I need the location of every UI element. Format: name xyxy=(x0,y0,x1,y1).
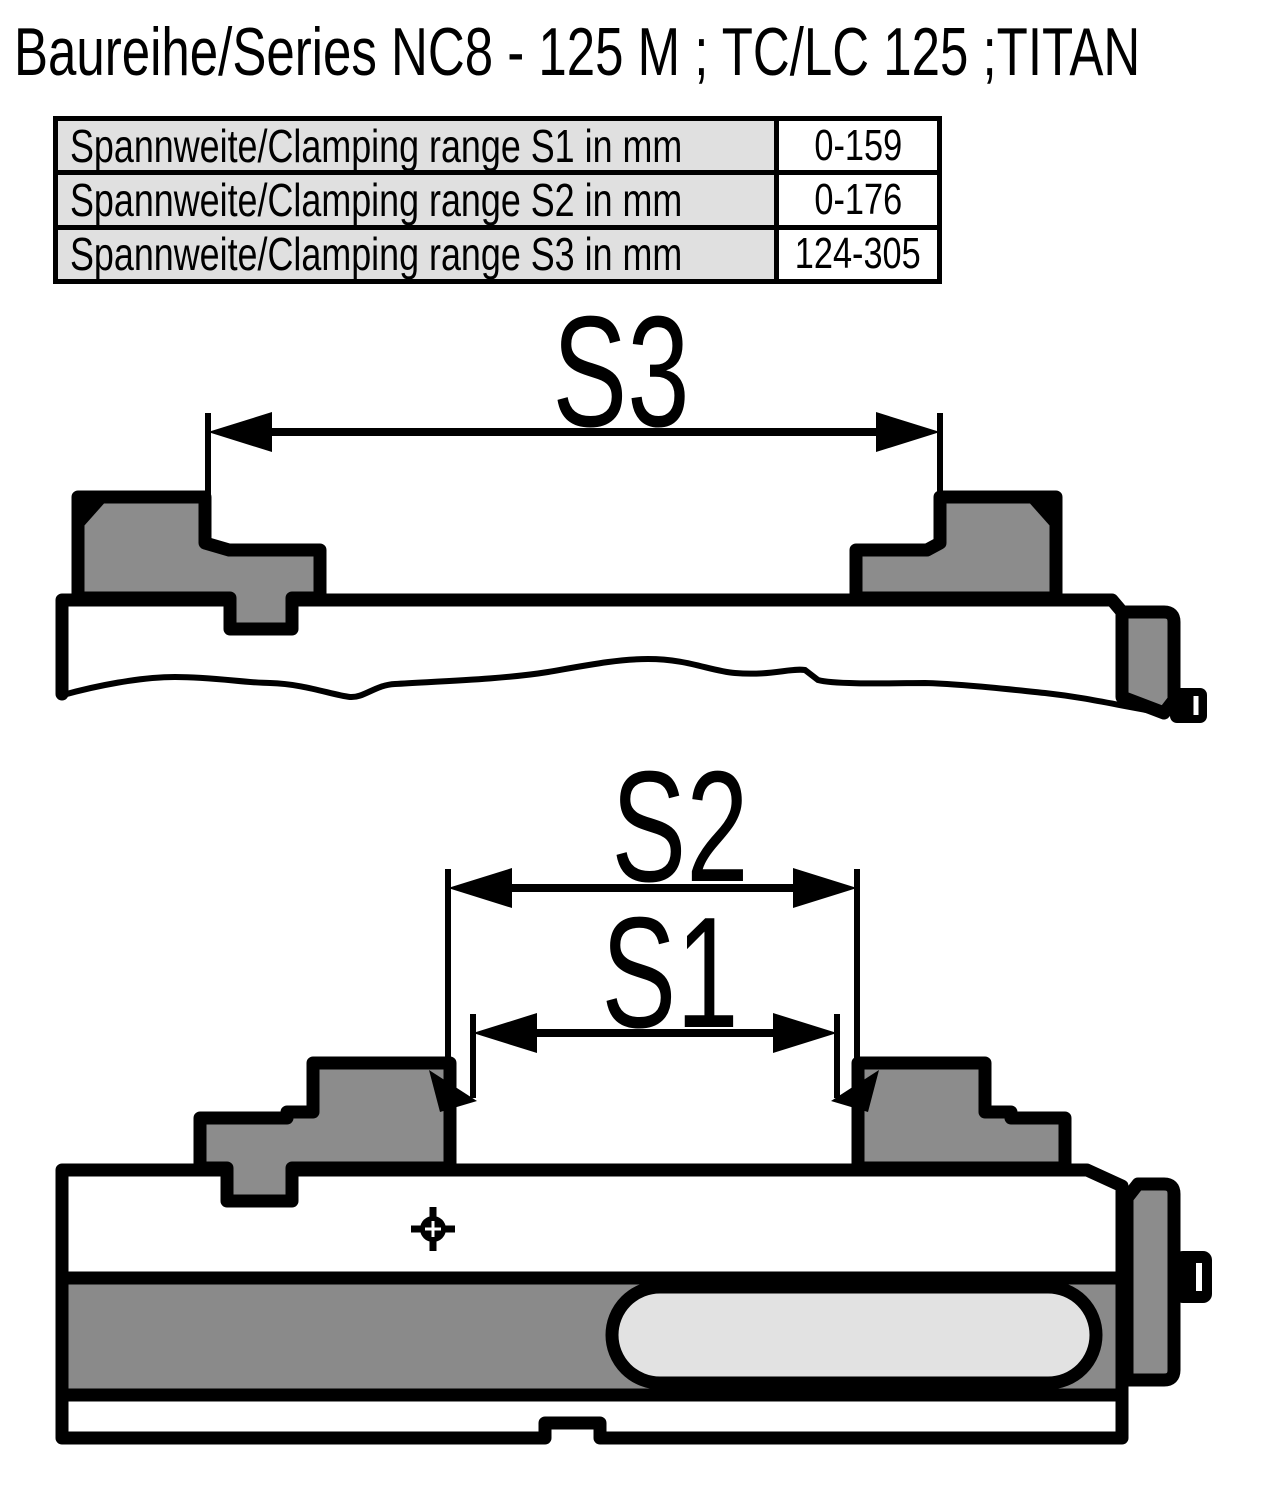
jaw-right-shape xyxy=(849,490,1063,605)
jaw-left-shape xyxy=(193,1056,457,1208)
jaw-left-plan xyxy=(193,1056,477,1208)
arrowhead-right xyxy=(773,1013,837,1053)
table-row: Spannweite/Clamping range S1 in mm 0-159 xyxy=(58,121,937,176)
spindle-end-plate xyxy=(1115,605,1181,720)
vise-body-section xyxy=(55,593,1207,723)
jaw-right-plan xyxy=(831,1056,1072,1175)
dimension-s2: S2 xyxy=(445,745,860,1065)
dimension-s1: S1 xyxy=(470,885,840,1098)
break-line xyxy=(62,655,1165,716)
jaw-left-section xyxy=(71,490,327,636)
vise-body-plan xyxy=(55,1163,1212,1445)
arrowhead-left xyxy=(473,1013,537,1053)
table-cell-value: 0-159 xyxy=(779,121,937,171)
jaw-right-grip-chamfer xyxy=(831,1070,879,1112)
arrowhead-right xyxy=(793,868,857,908)
spindle-nub xyxy=(1170,688,1207,723)
clamping-range-table: Spannweite/Clamping range S1 in mm 0-159… xyxy=(53,116,942,284)
jaw-left-notch xyxy=(79,499,108,526)
dimension-label-s2: S2 xyxy=(611,745,748,916)
center-mark xyxy=(411,1207,455,1251)
arrowhead-right xyxy=(876,412,940,452)
jaw-right-shape xyxy=(851,1056,1072,1175)
spindle-slot xyxy=(605,1280,1103,1390)
end-plate xyxy=(1120,1177,1181,1387)
dimension-s3: S3 xyxy=(205,300,943,535)
table-cell-label: Spannweite/Clamping range S2 in mm xyxy=(58,175,779,225)
jaw-right-notch xyxy=(1026,499,1055,526)
table-cell-value: 124-305 xyxy=(779,229,937,279)
vise-plan-drawing: S2 S1 xyxy=(55,745,1212,1445)
arrowhead-left xyxy=(448,868,512,908)
table-cell-label: Spannweite/Clamping range S1 in mm xyxy=(58,121,779,171)
jaw-left-grip-chamfer xyxy=(429,1070,477,1112)
spindle-nub xyxy=(1174,1251,1212,1303)
table-row: Spannweite/Clamping range S2 in mm 0-176 xyxy=(58,175,937,230)
jaw-right-section xyxy=(849,490,1063,605)
arrowhead-left xyxy=(208,412,272,452)
table-cell-value: 0-176 xyxy=(779,175,937,225)
vise-side-section-drawing: S3 xyxy=(55,300,1207,723)
dimension-label-s1: S1 xyxy=(601,885,738,1061)
table-cell-label: Spannweite/Clamping range S3 in mm xyxy=(58,229,779,279)
jaw-left-shape xyxy=(71,490,327,636)
table-row: Spannweite/Clamping range S3 in mm 124-3… xyxy=(58,229,937,279)
dimension-label-s3: S3 xyxy=(552,300,689,461)
page-title: Baureihe/Series NC8 - 125 M ; TC/LC 125 … xyxy=(14,14,1141,90)
body-outline xyxy=(55,593,1130,701)
